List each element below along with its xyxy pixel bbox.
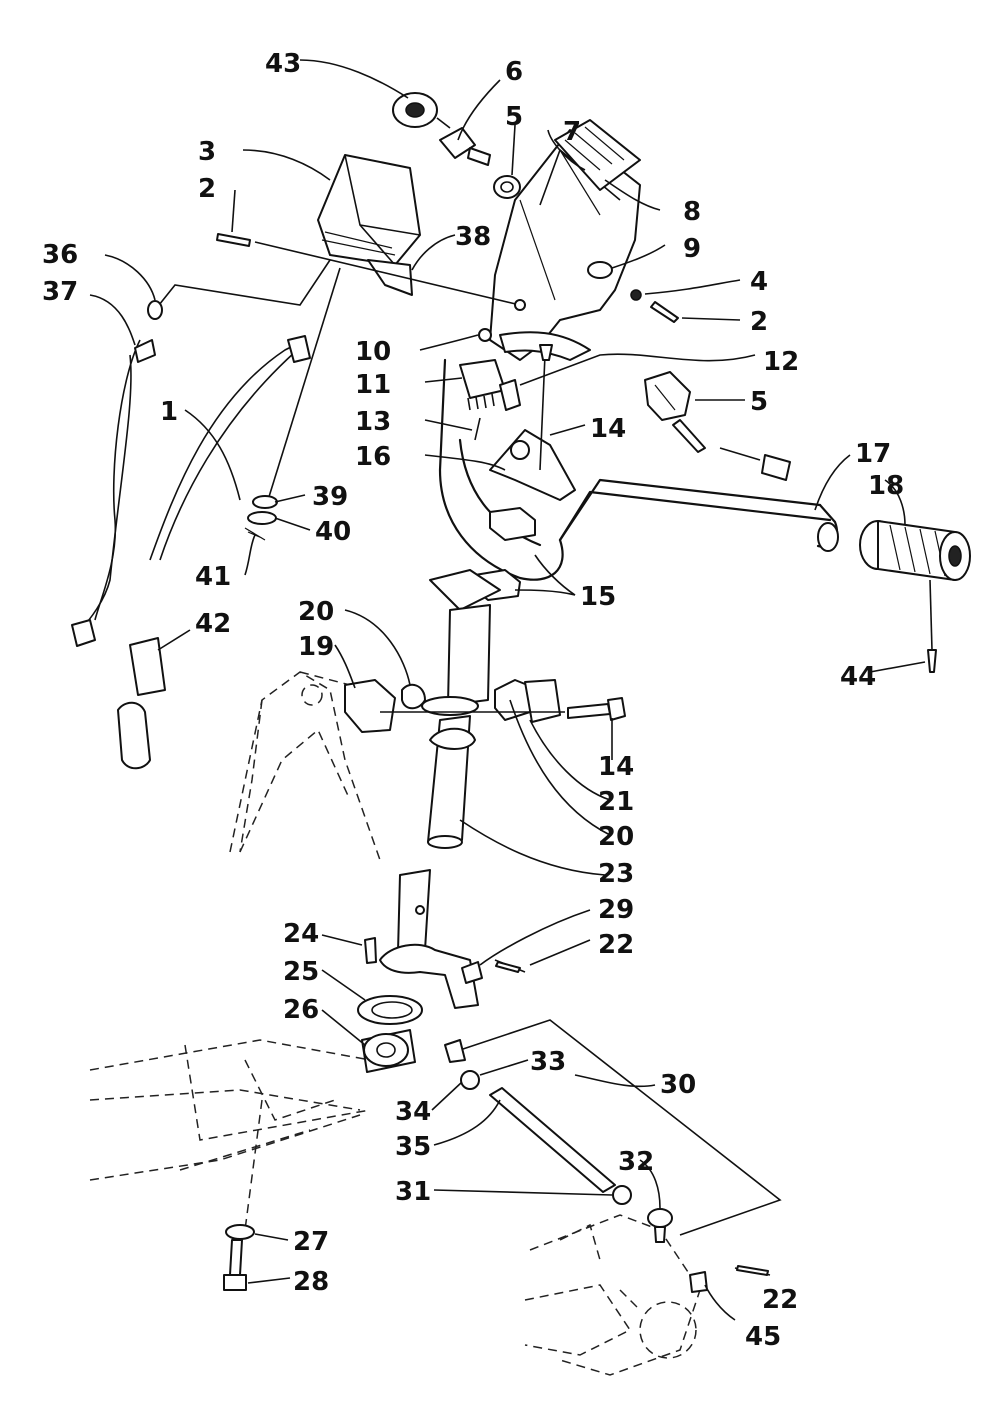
steering-bearing — [357, 937, 423, 1073]
callout-17: 17 — [855, 439, 891, 469]
callout-23: 23 — [598, 859, 634, 889]
callout-40: 40 — [315, 517, 351, 547]
handlebar-grip — [859, 520, 971, 673]
leader-lines — [89, 59, 926, 1321]
frame-outline-upper — [229, 671, 381, 861]
callout-19: 19 — [298, 632, 334, 662]
bar-clamps — [473, 344, 576, 601]
callout-43: 43 — [265, 49, 301, 79]
callout-20-upper: 20 — [298, 597, 334, 627]
callout-5-lower: 5 — [750, 387, 768, 417]
console-fasteners — [216, 233, 679, 323]
spindle-outline — [524, 1214, 701, 1376]
callout-21: 21 — [598, 787, 634, 817]
callout-31: 31 — [395, 1177, 431, 1207]
callout-35: 35 — [395, 1132, 431, 1162]
callout-7: 7 — [563, 117, 581, 147]
callout-27: 27 — [293, 1227, 329, 1257]
connector-boot — [117, 637, 166, 770]
cables — [71, 259, 341, 647]
callout-5-upper: 5 — [505, 102, 523, 132]
throttle-control — [644, 371, 791, 481]
callout-10: 10 — [355, 337, 391, 367]
tie-rod — [444, 1019, 782, 1293]
callout-39: 39 — [312, 482, 348, 512]
switch-assembly — [459, 328, 521, 441]
callout-41: 41 — [195, 562, 231, 592]
callout-37: 37 — [42, 277, 78, 307]
callout-11: 11 — [355, 370, 391, 400]
callout-25: 25 — [283, 957, 319, 987]
callout-14-lower: 14 — [598, 752, 634, 782]
callout-4: 4 — [750, 267, 768, 297]
callout-45: 45 — [745, 1322, 781, 1352]
callout-22-lower: 22 — [762, 1285, 798, 1315]
callout-32: 32 — [618, 1147, 654, 1177]
callout-28: 28 — [293, 1267, 329, 1297]
callout-20-lower: 20 — [598, 822, 634, 852]
callout-22-upper: 22 — [598, 930, 634, 960]
callout-36: 36 — [42, 240, 78, 270]
callout-8: 8 — [683, 197, 701, 227]
callout-labels: 43 6 5 7 3 2 8 38 9 36 37 4 2 10 12 11 5… — [42, 49, 904, 1352]
post-bushings — [344, 679, 626, 733]
callout-33: 33 — [530, 1047, 566, 1077]
callout-16: 16 — [355, 442, 391, 472]
callout-29: 29 — [598, 895, 634, 925]
callout-2-left: 2 — [198, 174, 216, 204]
callout-30: 30 — [660, 1070, 696, 1100]
callout-42: 42 — [195, 609, 231, 639]
callout-13: 13 — [355, 407, 391, 437]
callout-26: 26 — [283, 995, 319, 1025]
callout-2-right: 2 — [750, 307, 768, 337]
callout-24: 24 — [283, 919, 319, 949]
callout-6: 6 — [505, 57, 523, 87]
callout-38: 38 — [455, 222, 491, 252]
callout-9: 9 — [683, 234, 701, 264]
callout-12: 12 — [763, 347, 799, 377]
callout-18: 18 — [868, 471, 904, 501]
steering-arm — [379, 869, 526, 1009]
callout-34: 34 — [395, 1097, 431, 1127]
lower-bolt — [223, 1099, 263, 1291]
speedometer — [317, 154, 421, 296]
callout-44: 44 — [840, 662, 876, 692]
callout-14-upper: 14 — [590, 414, 626, 444]
ignition-parts — [392, 92, 521, 199]
windshield — [554, 119, 641, 191]
callout-1: 1 — [160, 397, 178, 427]
callout-15: 15 — [580, 582, 616, 612]
steering-post — [421, 569, 501, 849]
handlebar — [438, 358, 839, 581]
callout-3: 3 — [198, 137, 216, 167]
frame-outline-lower — [89, 1039, 371, 1181]
